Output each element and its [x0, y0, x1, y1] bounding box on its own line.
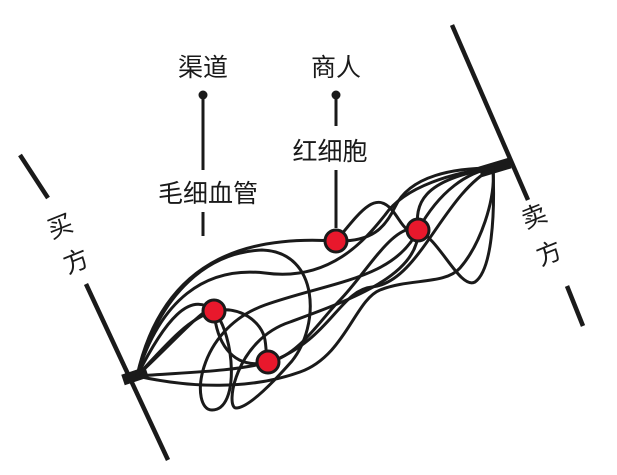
buyer-hub: [121, 366, 149, 386]
label-capillary: 毛细血管: [158, 179, 258, 208]
seller-wall-bottom: [564, 285, 586, 327]
capillary-curve: [334, 200, 420, 243]
capillary-curve: [135, 166, 495, 378]
capillary-curve: [135, 166, 495, 387]
buyer-char-1: 买: [43, 208, 77, 244]
red-cell-node: [255, 349, 281, 375]
red-cell-node: [323, 228, 349, 254]
label-red-cell: 红细胞: [292, 137, 367, 166]
buyer-wall-bottom: [83, 283, 171, 461]
buyer-wall-top: [18, 153, 50, 200]
capillary-curve: [135, 166, 496, 378]
seller-char-1: 卖: [517, 198, 551, 234]
label-merchant: 商人: [311, 53, 361, 82]
seller-char-2: 方: [532, 235, 566, 271]
label-channel: 渠道: [178, 53, 228, 82]
red-cell-node: [201, 298, 227, 324]
seller-wall-top: [449, 24, 531, 201]
buyer-char-2: 方: [59, 243, 93, 279]
red-cells: [201, 217, 431, 375]
red-cell-node: [405, 217, 431, 243]
